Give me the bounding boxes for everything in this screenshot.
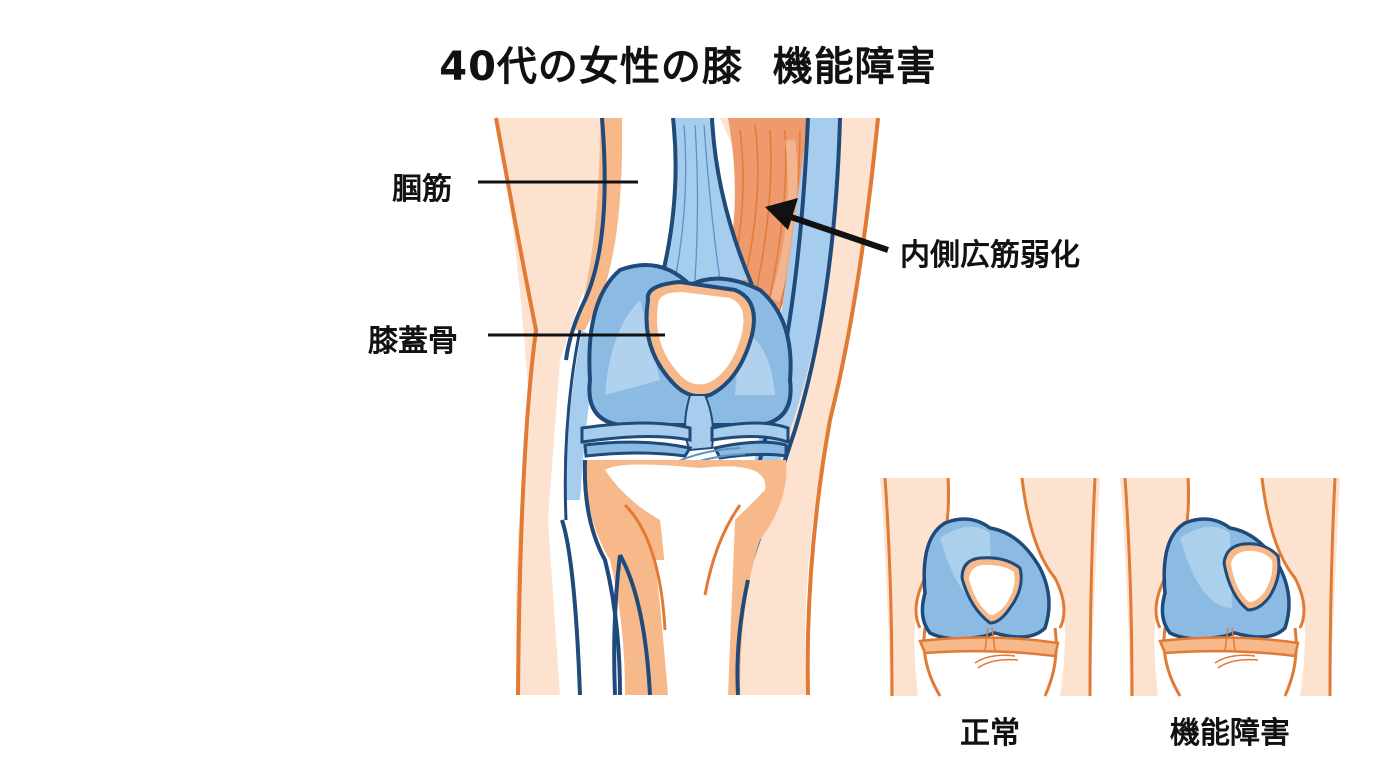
label-tendon: 腘筋 bbox=[392, 172, 452, 207]
label-vastus-medialis-weakness: 内側広筋弱化 bbox=[900, 238, 1080, 273]
inset-dysfunction-knee bbox=[1120, 477, 1340, 697]
caption-normal: 正常 bbox=[960, 716, 1020, 751]
arrow-icon bbox=[765, 198, 889, 253]
main-knee-illustration bbox=[494, 117, 880, 696]
caption-dysfunction: 機能障害 bbox=[1170, 716, 1290, 751]
inset-normal-knee bbox=[880, 477, 1100, 697]
label-patella: 膝蓋骨 bbox=[368, 324, 458, 359]
page-title: 40代の女性の膝 機能障害 bbox=[439, 44, 937, 90]
